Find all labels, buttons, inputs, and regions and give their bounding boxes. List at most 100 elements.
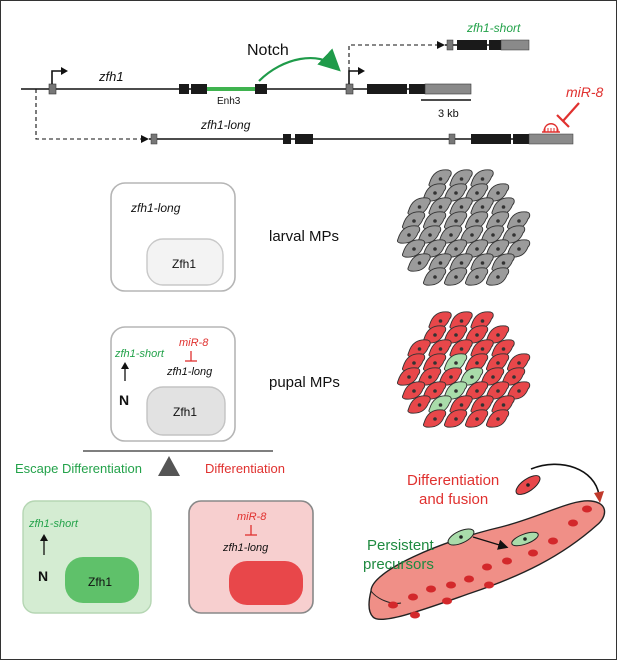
gray-myoblast-cell bbox=[422, 183, 447, 202]
differentiating-myoblast-cell bbox=[470, 311, 494, 330]
gray-myoblast-cell bbox=[449, 253, 473, 272]
gray-myoblast-cell bbox=[485, 211, 510, 230]
differentiating-myoblast-cell bbox=[401, 381, 426, 400]
differentiating-myoblast-cell bbox=[485, 353, 510, 372]
gray-myoblast-cell bbox=[401, 239, 426, 258]
exon bbox=[255, 84, 267, 94]
fiber-nucleus bbox=[482, 563, 492, 571]
fiber-nucleus bbox=[446, 581, 456, 589]
differentiating-myoblast-cell bbox=[396, 367, 421, 386]
differentiating-myoblast-cell bbox=[491, 395, 515, 414]
utr bbox=[424, 83, 472, 95]
escaping-myoblast-cell bbox=[428, 395, 452, 414]
diff-long-label: zfh1-long bbox=[222, 542, 269, 554]
enhancer-label: Enh3 bbox=[217, 96, 241, 107]
larval-protein-label: Zfh1 bbox=[172, 257, 196, 271]
gray-myoblast-cell bbox=[470, 197, 494, 216]
pupal-stage-label: pupal MPs bbox=[269, 374, 340, 391]
fiber-nucleus bbox=[464, 575, 474, 583]
gray-myoblast-cell bbox=[464, 239, 489, 258]
differentiation-box: miR-8 zfh1-long bbox=[188, 500, 314, 614]
pupal-box: zfh1-short miR-8 zfh1-long N Zfh1 bbox=[110, 326, 236, 442]
differentiating-myoblast-cell bbox=[401, 353, 426, 372]
diff-protein-blob bbox=[229, 561, 303, 605]
mirna-hairpin-icon bbox=[542, 123, 560, 133]
fusion-arrow bbox=[530, 463, 600, 496]
escape-box: zfh1-short N Zfh1 bbox=[22, 500, 152, 614]
larval-stage-label: larval MPs bbox=[269, 228, 339, 245]
fiber-nucleus bbox=[548, 537, 558, 545]
pupal-protein-label: Zfh1 bbox=[173, 405, 197, 419]
diff-mirna-label: miR-8 bbox=[237, 511, 267, 523]
gray-myoblast-cell bbox=[449, 169, 473, 188]
enhancer-region bbox=[207, 87, 255, 91]
gray-myoblast-cell bbox=[428, 197, 452, 216]
larval-long-label: zfh1-long bbox=[130, 201, 181, 215]
gray-myoblast-cell bbox=[485, 267, 510, 286]
gene-map: zfh1 Enh3 Notch 3 kb zfh1-short bbox=[21, 21, 604, 145]
gray-myoblast-cell bbox=[449, 197, 473, 216]
differentiating-myoblast-cell bbox=[464, 353, 489, 372]
gray-myoblast-cell bbox=[422, 211, 447, 230]
differentiating-myoblast-cell bbox=[428, 311, 452, 330]
escape-protein-blob bbox=[65, 557, 139, 603]
differentiating-myoblast-cell bbox=[407, 395, 431, 414]
escape-protein-label: Zfh1 bbox=[88, 575, 112, 589]
notch-label: Notch bbox=[247, 42, 289, 59]
mirna-repression-icon bbox=[562, 102, 580, 122]
gray-myoblast-cell bbox=[506, 211, 531, 230]
differentiating-myoblast-cell bbox=[506, 353, 531, 372]
differentiating-myoblast-cell bbox=[485, 409, 510, 428]
long-splice-line bbox=[35, 89, 141, 140]
gray-myoblast-cell bbox=[491, 253, 515, 272]
escape-short-label: zfh1-short bbox=[28, 518, 79, 530]
fiber-nuclei bbox=[388, 505, 592, 619]
notch-activation-arrow bbox=[258, 48, 341, 82]
gray-myoblast-cell bbox=[396, 225, 421, 244]
gray-myoblast-cell bbox=[428, 253, 452, 272]
long-isoform-label: zfh1-long bbox=[200, 118, 251, 132]
differentiating-myoblast-cell bbox=[470, 395, 494, 414]
tss-marker bbox=[48, 83, 57, 95]
fiber-nucleus bbox=[528, 549, 538, 557]
fiber-nucleus bbox=[410, 611, 420, 619]
escape-notch-letter: N bbox=[38, 568, 48, 584]
gray-myoblast-cell bbox=[443, 239, 468, 258]
differentiating-myoblast-cell bbox=[443, 409, 468, 428]
gray-myoblast-cell bbox=[401, 211, 426, 230]
pupal-protein-blob bbox=[146, 386, 226, 436]
fiber-nucleus bbox=[568, 519, 578, 527]
gray-myoblast-cell bbox=[443, 267, 468, 286]
larval-cell-field bbox=[396, 169, 531, 286]
escaping-myoblast-cell bbox=[443, 353, 468, 372]
exon bbox=[179, 84, 189, 94]
differentiation-label: Differentiation bbox=[205, 461, 285, 476]
gray-myoblast-cell bbox=[443, 211, 468, 230]
differentiating-myoblast-cell bbox=[470, 339, 494, 358]
pupal-notch-letter: N bbox=[119, 392, 129, 408]
differentiating-myoblast-cell bbox=[449, 395, 473, 414]
differentiating-myoblast-cell bbox=[449, 311, 473, 330]
gene-label: zfh1 bbox=[98, 69, 124, 84]
fiber-nucleus bbox=[484, 581, 494, 589]
differentiating-myoblast-cell bbox=[491, 339, 515, 358]
gray-myoblast-cell bbox=[491, 197, 515, 216]
gray-myoblast-cell bbox=[464, 267, 489, 286]
gray-myoblast-cell bbox=[470, 253, 494, 272]
pupal-long-label: zfh1-long bbox=[166, 366, 213, 378]
scale-label: 3 kb bbox=[438, 108, 459, 120]
differentiating-myoblast-cell bbox=[422, 353, 447, 372]
differentiating-myoblast-cell bbox=[407, 339, 431, 358]
fusion-label-line2: and fusion bbox=[419, 491, 488, 508]
persistent-label-line1: Persistent bbox=[367, 537, 435, 554]
fiber-nucleus bbox=[502, 557, 512, 565]
larval-box: zfh1-long Zfh1 bbox=[110, 182, 236, 292]
differentiating-myoblast-cell bbox=[428, 339, 452, 358]
fiber-nucleus bbox=[442, 597, 452, 605]
larval-protein-blob bbox=[146, 238, 224, 286]
pupal-cell-field bbox=[396, 311, 531, 428]
tss-arrow-icon bbox=[51, 70, 64, 84]
differentiating-myoblast-cell bbox=[417, 367, 442, 386]
